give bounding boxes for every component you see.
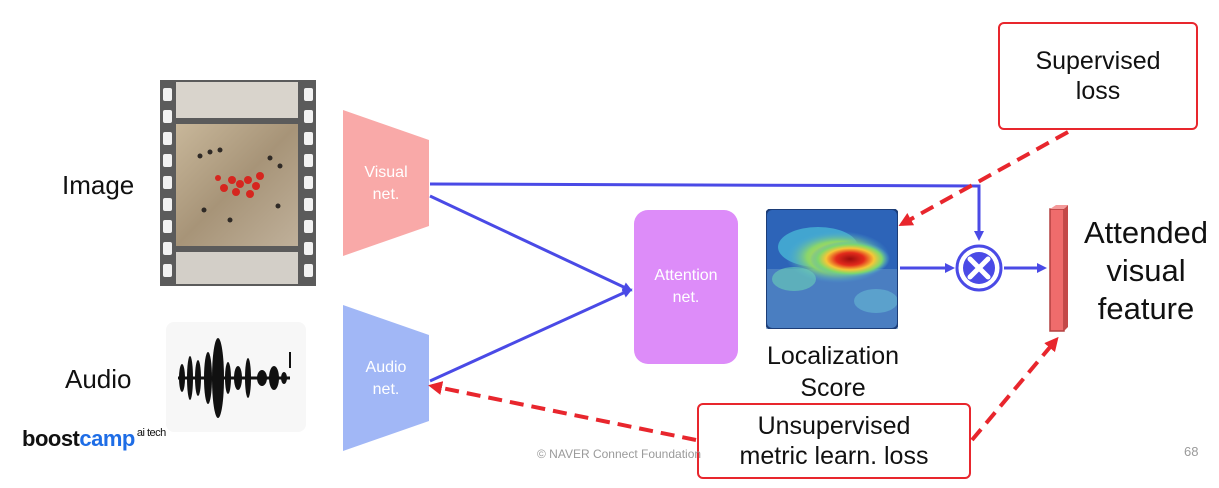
arrow-visual-to-multiply (429, 182, 984, 241)
visual-net-label-line1: Visual (364, 164, 408, 181)
attention-net-label-line1: Attention (654, 267, 718, 284)
attended-feature-bar (1049, 205, 1068, 332)
page-number: 68 (1184, 444, 1199, 459)
supervised-loss-line1: Supervised (1035, 47, 1161, 75)
arrow-unsupervised-to-feature (970, 336, 1059, 442)
supervised-loss-box: Supervised loss (998, 22, 1198, 130)
supervised-loss-line2: loss (1075, 77, 1121, 105)
unsupervised-loss-line1: Unsupervised (757, 412, 911, 440)
visual-net-label: Visual net. (343, 162, 429, 206)
localization-score-line2: Score (800, 374, 866, 402)
audio-label: Audio (65, 364, 132, 394)
visual-net-shape (343, 110, 429, 256)
localization-score-label: Localization Score (752, 340, 914, 404)
logo-main: boost (22, 426, 80, 451)
waveform-icon (166, 322, 306, 432)
logo-accent: camp (79, 426, 135, 451)
audio-net-label-line2: net. (372, 381, 400, 398)
audio-net-shape (343, 305, 429, 451)
arrow-unsupervised-to-audio (428, 381, 697, 442)
unsupervised-loss-line2: metric learn. loss (739, 442, 929, 470)
localization-score-line1: Localization (766, 342, 900, 370)
unsupervised-loss-box: Unsupervised metric learn. loss (697, 403, 971, 479)
arrow-visual-to-attention (429, 194, 633, 292)
attention-net: Attention net. (634, 210, 738, 364)
audio-net-label-line1: Audio (365, 359, 407, 376)
image-label: Image (62, 170, 135, 200)
arrow-supervised-loss (898, 130, 1069, 226)
visual-net-label-line2: net. (372, 186, 400, 203)
heatmap-icon (766, 209, 898, 329)
arrow-audio-to-attention (429, 288, 633, 383)
attended-feature-line2: visual (1106, 253, 1186, 288)
attended-feature-line3: feature (1097, 291, 1195, 326)
logo-sup: ai tech (136, 427, 166, 439)
audio-net-label: Audio net. (343, 357, 429, 401)
film-strip-icon (160, 80, 316, 286)
copyright-text: © NAVER Connect Foundation (537, 447, 702, 461)
circled-x-icon (955, 244, 1003, 292)
attended-visual-feature-label: Attended visual feature (1072, 214, 1219, 328)
attention-net-label-line2: net. (672, 289, 700, 306)
attended-feature-line1: Attended (1083, 215, 1209, 250)
